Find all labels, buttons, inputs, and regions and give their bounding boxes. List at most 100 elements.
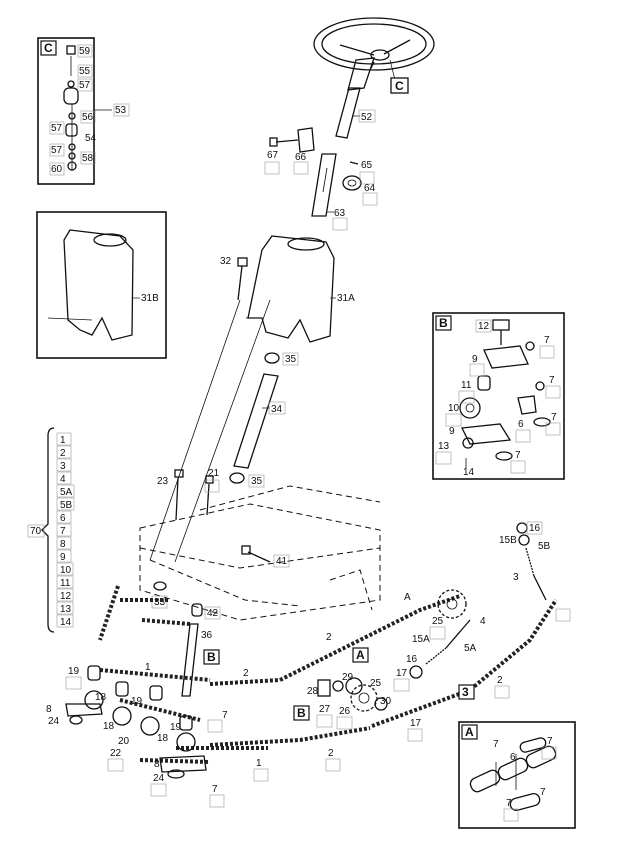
bolt-21 (205, 475, 214, 516)
kit-item-14: 14 (60, 617, 72, 628)
shaft-36 (181, 623, 199, 697)
inset-31b-frame (36, 211, 167, 359)
label-25a: 25 (370, 678, 382, 689)
chassis-frame (139, 485, 381, 621)
kit-item-1: 1 (60, 435, 66, 446)
label-19a: 19 (68, 666, 80, 677)
inset-b-letter: B (439, 316, 448, 330)
bolt-67-group (269, 127, 315, 153)
label-35b: 35 (251, 476, 263, 487)
inset-a-letter-box (461, 724, 478, 740)
label-23: 23 (157, 476, 169, 487)
inset-b-parts (459, 319, 551, 468)
c-marker: C (395, 79, 404, 93)
label-52: 52 (361, 112, 373, 123)
kit-item-4: 4 (60, 474, 66, 485)
inset-b-label-9b: 9 (449, 426, 455, 437)
label-29: 29 (342, 672, 354, 683)
kit-item-6: 6 (60, 513, 66, 524)
bracket-31b-drawing (63, 229, 134, 341)
b-marker-2-box (293, 705, 310, 721)
inset-b-label-11: 11 (461, 380, 472, 391)
label-35a: 35 (285, 354, 297, 365)
inset-b-label-12: 12 (478, 321, 490, 332)
b-marker-1-box (203, 649, 220, 665)
label-2c: 2 (326, 632, 332, 643)
label-24b: 24 (153, 773, 165, 784)
inset-31b-label: 31B (141, 293, 159, 304)
label-22: 22 (110, 748, 122, 759)
inset-c-label-59: 59 (79, 46, 91, 57)
inset-c-label-55: 55 (79, 66, 91, 77)
inset-b-label-14: 14 (463, 467, 475, 478)
label-18c: 18 (157, 733, 169, 744)
inset-c-parts (63, 45, 79, 171)
washer-33 (153, 581, 167, 591)
sprocket-25 (437, 589, 467, 619)
label-34: 34 (271, 404, 283, 415)
label-2d: 17 (410, 718, 422, 729)
label-7a: 7 (222, 710, 228, 721)
inset-b: B 12 7 9 7 11 10 7 9 (432, 312, 565, 480)
kit-item-12: 12 (60, 591, 72, 602)
label-17a: 17 (396, 668, 408, 679)
label-15b: 5B (538, 541, 551, 552)
gear-cluster-middle (317, 677, 388, 712)
shaft-63 (311, 153, 337, 217)
b-marker-1: B (207, 650, 216, 664)
inset-b-label-7d: 7 (515, 450, 521, 461)
inset-b-letter-box (435, 315, 452, 331)
a-marker-2: 3 (462, 685, 469, 699)
label-67: 67 (267, 150, 279, 161)
kit-bracket-70: 70 (27, 427, 55, 633)
inset-a-label-7b: 7 (547, 736, 553, 747)
a-marker-2-box (458, 684, 475, 700)
label-26: 26 (339, 706, 351, 717)
bracket-brace (41, 427, 55, 633)
inset-c-label-53: 53 (115, 105, 127, 116)
inset-c-label-56: 56 (82, 112, 94, 123)
inset-c-label-54: 54 (85, 133, 97, 144)
label-28: 28 (307, 686, 319, 697)
label-15a: 15A (412, 634, 430, 645)
kit-item-13: 13 (60, 604, 72, 615)
inset-b-label-7c: 7 (551, 412, 557, 423)
label-64: 64 (364, 183, 376, 194)
inset-a-label-7d: 7 (540, 787, 546, 798)
label-41: 41 (276, 556, 288, 567)
inset-c-label-57b: 57 (51, 123, 63, 134)
bolt-23 (174, 469, 184, 521)
kit-item-8: 8 (60, 539, 66, 550)
chain-4 (279, 594, 461, 682)
label-4a: 4 (480, 616, 486, 627)
label-2a: 2 (243, 668, 249, 679)
label-20: 20 (118, 736, 130, 747)
tube-34 (233, 373, 279, 469)
label-1a: 1 (145, 662, 151, 673)
a-marker-1: A (356, 648, 365, 662)
inset-a: A 7 7 6 7 7 (458, 721, 576, 829)
label-32: 32 (220, 256, 232, 267)
label-27: 27 (319, 704, 331, 715)
chain-2-lower (209, 726, 371, 747)
inset-a-chain-links (469, 737, 557, 811)
label-17b: 16 (529, 523, 541, 534)
c-marker-box (390, 77, 409, 94)
label-63: 63 (334, 208, 346, 219)
chain-runs (98, 585, 558, 764)
kit-item-list: 1 2 3 4 5A 5B 6 7 8 9 10 11 12 13 14 (56, 432, 75, 628)
label-5b: 3 (513, 572, 519, 583)
bolt-32 (237, 257, 248, 301)
label-19b: 19 (131, 696, 143, 707)
label-16b: 15B (499, 535, 517, 546)
collar-64-group (342, 161, 362, 191)
kit-item-10: 10 (60, 565, 72, 576)
inset-b-label-10: 10 (448, 403, 460, 414)
label-4b: A (404, 592, 411, 603)
b-marker-2: B (297, 706, 306, 720)
bushing-35-top (264, 352, 280, 364)
tensioner-15b (516, 522, 547, 601)
inset-b-label-9a: 9 (472, 354, 478, 365)
bracket-31a (246, 235, 335, 343)
label-21: 21 (208, 468, 220, 479)
